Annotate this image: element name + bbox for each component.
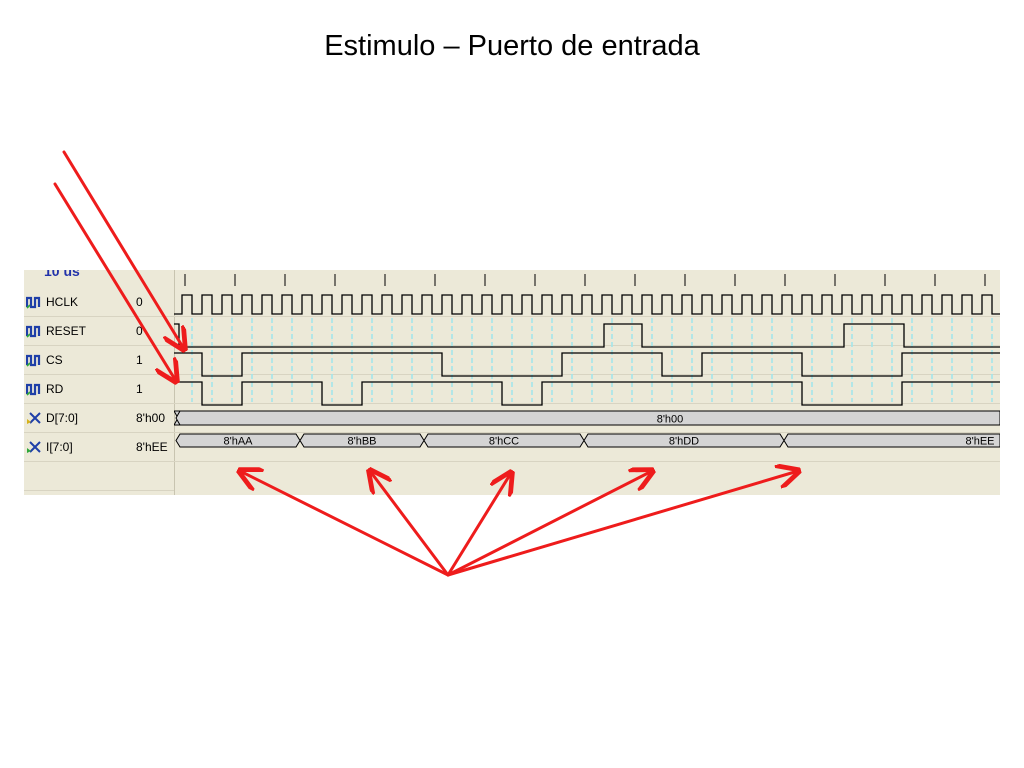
rd-waveform (174, 381, 1000, 406)
signal-row-cs[interactable]: CS (24, 346, 126, 375)
clock-icon (26, 296, 41, 309)
i-bus-label: 8'hBB (347, 436, 376, 448)
value-row: 8'h00 (126, 404, 174, 433)
slide-title: Estimulo – Puerto de entrada (324, 30, 700, 62)
bus-output-icon (27, 441, 41, 453)
bus-input-icon (27, 412, 41, 424)
i-bus-label: 8'hEE (965, 436, 994, 448)
i-bus-label: 8'hAA (223, 436, 253, 448)
signal-value: 1 (136, 353, 143, 367)
signal-value: 8'hEE (136, 440, 168, 454)
time-ruler (184, 274, 986, 286)
value-row: 0 (126, 288, 174, 317)
value-row: 1 (126, 346, 174, 375)
i-bus-label: 8'hCC (489, 436, 519, 448)
i-bus-segment (423, 433, 585, 448)
d-bus-label: 8'h00 (657, 414, 684, 426)
hclk-waveform (174, 294, 1000, 315)
signal-names-column: 10 us HCLK RESET CS RD D[7:0] (24, 270, 127, 495)
signal-row-i[interactable]: I[7:0] (24, 433, 126, 462)
signal-value: 0 (136, 324, 143, 338)
i-bus-segment (175, 433, 301, 448)
empty-row (24, 462, 126, 491)
signal-row-hclk[interactable]: HCLK (24, 288, 126, 317)
signal-name: RESET (46, 324, 87, 338)
signal-row-reset[interactable]: RESET (24, 317, 126, 346)
i-bus-segment (783, 433, 1000, 448)
i-bus-segment (583, 433, 785, 448)
i-bus-labels: 8'hAA 8'hBB 8'hCC 8'hDD 8'hEE (223, 436, 994, 448)
value-row (126, 462, 174, 491)
clock-icon (26, 383, 41, 396)
signal-values-column: 0 0 1 1 8'h00 8'hEE (126, 270, 175, 495)
clock-icon (26, 354, 41, 367)
value-row: 1 (126, 375, 174, 404)
waveform-window: 10 us HCLK RESET CS RD D[7:0] (24, 270, 1000, 495)
signal-name: D[7:0] (46, 411, 79, 425)
value-row: 8'hEE (126, 433, 174, 462)
waveform-area[interactable]: 8'h00 8'hAA 8'hBB 8'hCC 8'hDD 8'hEE (174, 270, 1000, 495)
signal-name: HCLK (46, 295, 79, 309)
signal-row-d[interactable]: D[7:0] (24, 404, 126, 433)
reset-waveform (174, 323, 1000, 348)
i-bus-segment (299, 433, 425, 448)
signal-name: RD (46, 382, 64, 396)
clock-edge-grid (191, 318, 993, 402)
signal-row-rd[interactable]: RD (24, 375, 126, 404)
d-bus-segment-edge (175, 410, 1000, 426)
value-row: 0 (126, 317, 174, 346)
clock-icon (26, 325, 41, 338)
cs-waveform (174, 352, 1000, 377)
i-bus-label: 8'hDD (669, 436, 699, 448)
signal-name: CS (46, 353, 63, 367)
signal-value: 0 (136, 295, 143, 309)
signal-value: 1 (136, 382, 143, 396)
i-bus (175, 433, 1000, 448)
time-header: 10 us (44, 270, 80, 279)
signal-name: I[7:0] (46, 440, 73, 454)
signal-value: 8'h00 (136, 411, 165, 425)
